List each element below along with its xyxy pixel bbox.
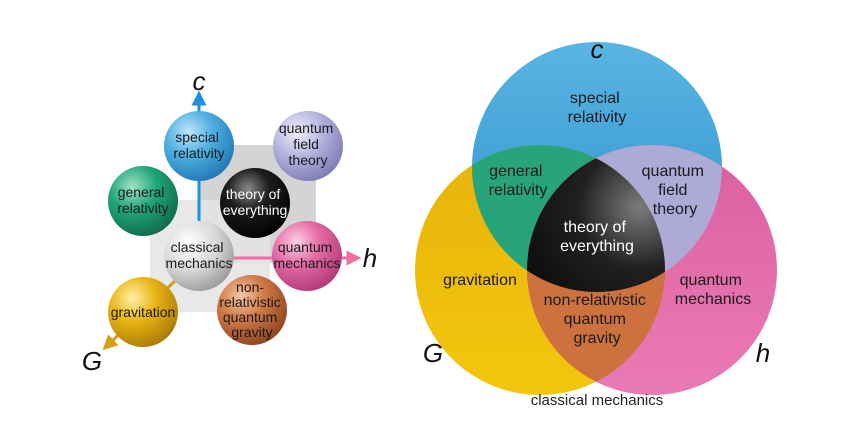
venn-axis-h-label: h bbox=[756, 338, 770, 368]
cube-node-non-relativistic-quantum-gravity: non- relativistic quantum gravity bbox=[217, 275, 287, 345]
cube-node-general-relativity: general relativity bbox=[108, 166, 178, 236]
venn-axis-g-label: G bbox=[423, 338, 443, 368]
cube-node-special-relativity: special relativity bbox=[164, 111, 234, 181]
svg-text:general relativity: general relativity bbox=[117, 184, 168, 216]
cube-node-classical-mechanics: classical mechanics bbox=[164, 221, 234, 291]
svg-text:theory of everything: theory of everything bbox=[223, 186, 288, 218]
venn-axis-c-label: c bbox=[591, 34, 604, 64]
svg-text:gravitation: gravitation bbox=[111, 304, 176, 320]
venn-diagram: c G h special relativity general relativ… bbox=[415, 34, 777, 409]
venn-label-theory-of-everything: theory of everything bbox=[560, 219, 634, 255]
svg-text:special relativity: special relativity bbox=[173, 129, 224, 161]
cube-node-gravitation: gravitation bbox=[108, 277, 178, 347]
venn-label-gravitation: gravitation bbox=[443, 272, 517, 289]
venn-caption-classical-mechanics: classical mechanics bbox=[531, 392, 664, 409]
cube-diagram: c h G quantum field theory general relat… bbox=[82, 66, 377, 376]
venn-label-special-relativity: special relativity bbox=[568, 90, 627, 126]
cube-node-quantum-field-theory: quantum field theory bbox=[273, 111, 343, 181]
venn-label-quantum-mechanics: quantum mechanics bbox=[675, 272, 751, 308]
venn-label-general-relativity: general relativity bbox=[489, 163, 548, 199]
svg-text:quantum field: quantum field theory bbox=[279, 120, 337, 168]
svg-text:quantum mechanics: quantum mechanics bbox=[274, 239, 341, 271]
venn-label-non-relativistic-quantum-gravity: non-relativistic quantum gravity bbox=[544, 292, 651, 347]
svg-text:non- relativistic: non- relativistic quantum gravity bbox=[219, 279, 284, 340]
venn-label-quantum-field-theory: quantum field theory bbox=[642, 163, 709, 218]
cube-node-quantum-mechanics: quantum mechanics bbox=[272, 221, 342, 291]
cube-node-theory-of-everything: theory of everything bbox=[220, 168, 290, 238]
cube-axis-g-label: G bbox=[82, 346, 102, 376]
cube-axis-c-label: c bbox=[193, 66, 206, 96]
svg-text:classical mechanics: classical mechanics bbox=[166, 239, 233, 271]
venn-overlap-theory-of-everything bbox=[527, 145, 665, 292]
cube-axis-h-label: h bbox=[363, 243, 377, 273]
